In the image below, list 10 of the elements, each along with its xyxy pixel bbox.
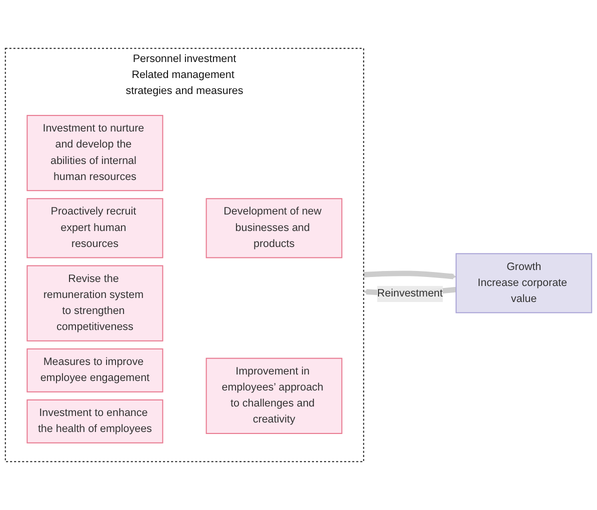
node-box: Revise the remuneration system to strengthen competitiveness: [26, 265, 164, 342]
node-box: Investment to enhance the health of employees: [26, 399, 164, 444]
node-box: Measures to improve employee engagement: [26, 348, 164, 392]
arrow: [364, 270, 456, 280]
node-box: Development of new businesses and products: [206, 198, 342, 258]
edge-label: Reinvestment: [377, 288, 443, 300]
node-box: Growth Increase corporate value: [456, 253, 592, 314]
node-box: Proactively recruit expert human resources: [26, 198, 164, 258]
node-box: Investment to nurture and develop the abilities of internal human resources: [26, 114, 164, 192]
node-box: Improvement in employees’ approach to challenges and creativity: [206, 358, 342, 434]
